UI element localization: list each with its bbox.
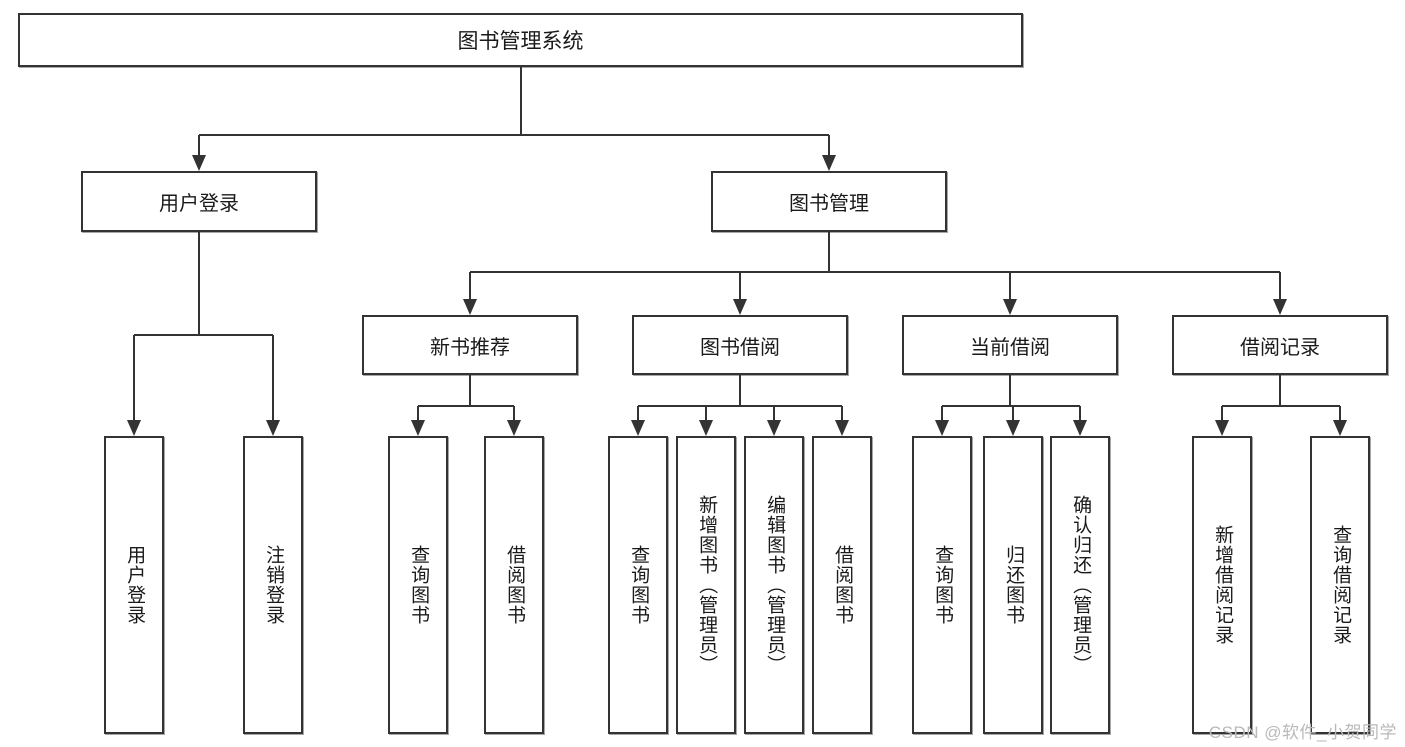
node-label: 图书借阅 <box>700 336 780 359</box>
node-label: 图书管理 <box>789 193 869 215</box>
node-label: 借阅图书 <box>832 545 854 625</box>
edge-drop-book-borrow-1 <box>705 406 707 420</box>
arrowhead-book-borrow-2 <box>767 420 781 436</box>
edge-book-borrow-stem <box>739 375 741 406</box>
leaf-borrow-book-1[interactable]: 借阅图书 <box>484 436 544 734</box>
node-label: 用户登录 <box>159 193 239 215</box>
arrowhead-current-borrow-1 <box>1006 420 1020 436</box>
node-borrow-record[interactable]: 借阅记录 <box>1172 315 1388 375</box>
arrowhead-level2-0 <box>192 155 206 171</box>
arrowhead-book-borrow-0 <box>631 420 645 436</box>
edge-root-stem <box>519 67 522 135</box>
node-book-manage[interactable]: 图书管理 <box>711 171 947 232</box>
edge-drop-level2-1 <box>828 135 830 155</box>
edge-drop-user-login-1 <box>272 335 274 420</box>
arrowhead-borrow-record-1 <box>1333 420 1347 436</box>
leaf-user-login[interactable]: 用户登录 <box>104 436 164 734</box>
node-label: 图书管理系统 <box>457 30 584 53</box>
leaf-add-book-admin[interactable]: 新增图书（管理员） <box>676 436 736 734</box>
node-user-login[interactable]: 用户登录 <box>81 171 317 232</box>
node-label: 新书推荐 <box>430 336 510 359</box>
leaf-add-borrow-record[interactable]: 新增借阅记录 <box>1192 436 1252 734</box>
arrowhead-current-borrow-0 <box>935 420 949 436</box>
leaf-borrow-book-2[interactable]: 借阅图书 <box>812 436 872 734</box>
node-label: 借阅记录 <box>1240 336 1320 359</box>
arrowhead-level3-2 <box>1003 299 1017 315</box>
arrowhead-book-borrow-3 <box>835 420 849 436</box>
edge-new-book-rec-stem <box>469 375 471 406</box>
node-label: 当前借阅 <box>970 336 1050 359</box>
edge-drop-user-login-0 <box>133 335 135 420</box>
arrowhead-level3-3 <box>1273 299 1287 315</box>
edge-drop-new-book-rec-0 <box>417 406 419 420</box>
edge-book-manage-stem <box>828 232 830 272</box>
node-label: 注销登录 <box>263 545 285 625</box>
arrowhead-borrow-record-0 <box>1215 420 1229 436</box>
leaf-query-book-2[interactable]: 查询图书 <box>608 436 668 734</box>
node-new-book-rec[interactable]: 新书推荐 <box>362 315 578 375</box>
arrowhead-user-login-1 <box>266 420 280 436</box>
node-current-borrow[interactable]: 当前借阅 <box>902 315 1118 375</box>
edge-drop-book-borrow-3 <box>841 406 843 420</box>
node-root[interactable]: 图书管理系统 <box>18 13 1023 67</box>
node-label: 确认归还（管理员） <box>1070 495 1092 675</box>
edge-drop-level3-3 <box>1279 272 1281 299</box>
edge-drop-new-book-rec-1 <box>513 406 515 420</box>
leaf-query-book-1[interactable]: 查询图书 <box>388 436 448 734</box>
node-label: 查询图书 <box>628 545 650 625</box>
edge-bus-borrow-record <box>1222 405 1340 407</box>
node-label: 查询借阅记录 <box>1330 525 1352 645</box>
node-label: 编辑图书（管理员） <box>764 495 786 675</box>
node-label: 新增图书（管理员） <box>696 495 718 675</box>
node-label: 查询图书 <box>408 545 430 625</box>
node-label: 查询图书 <box>932 545 954 625</box>
edge-bus-current-borrow <box>942 405 1080 407</box>
node-label: 借阅图书 <box>504 545 526 625</box>
arrowhead-level3-0 <box>463 299 477 315</box>
node-label: 新增借阅记录 <box>1212 525 1234 645</box>
edge-bus-book-borrow <box>638 405 842 407</box>
edge-drop-book-borrow-2 <box>773 406 775 420</box>
edge-drop-borrow-record-0 <box>1221 406 1223 420</box>
edge-drop-current-borrow-1 <box>1012 406 1014 420</box>
edge-drop-book-borrow-0 <box>637 406 639 420</box>
edge-drop-current-borrow-2 <box>1079 406 1081 420</box>
edge-drop-borrow-record-1 <box>1339 406 1341 420</box>
node-label: 归还图书 <box>1003 545 1025 625</box>
leaf-query-borrow-record[interactable]: 查询借阅记录 <box>1310 436 1370 734</box>
edge-drop-level3-2 <box>1009 272 1011 299</box>
arrowhead-new-book-rec-0 <box>411 420 425 436</box>
edge-bus-new-book-rec <box>418 405 514 407</box>
edge-current-borrow-stem <box>1009 375 1011 406</box>
arrowhead-current-borrow-2 <box>1073 420 1087 436</box>
arrowhead-user-login-0 <box>127 420 141 436</box>
leaf-return-book[interactable]: 归还图书 <box>983 436 1043 734</box>
arrowhead-level3-1 <box>733 299 747 315</box>
leaf-confirm-return-admin[interactable]: 确认归还（管理员） <box>1050 436 1110 734</box>
edge-drop-level3-0 <box>469 272 471 299</box>
edge-drop-level3-1 <box>739 272 741 299</box>
edge-bus-level2 <box>199 134 829 136</box>
leaf-user-logout[interactable]: 注销登录 <box>243 436 303 734</box>
edge-bus-user-login <box>134 334 273 336</box>
arrowhead-new-book-rec-1 <box>507 420 521 436</box>
arrowhead-book-borrow-1 <box>699 420 713 436</box>
edge-user-login-stem <box>198 232 200 335</box>
leaf-query-book-3[interactable]: 查询图书 <box>912 436 972 734</box>
edge-borrow-record-stem <box>1279 375 1281 406</box>
arrowhead-level2-1 <box>822 155 836 171</box>
node-book-borrow[interactable]: 图书借阅 <box>632 315 848 375</box>
edge-drop-current-borrow-0 <box>941 406 943 420</box>
watermark-text: CSDN @软件_小贺同学 <box>1208 723 1397 742</box>
node-label: 用户登录 <box>124 545 146 625</box>
edge-drop-level2-0 <box>198 135 200 155</box>
edge-bus-level3 <box>470 271 1280 273</box>
leaf-edit-book-admin[interactable]: 编辑图书（管理员） <box>744 436 804 734</box>
